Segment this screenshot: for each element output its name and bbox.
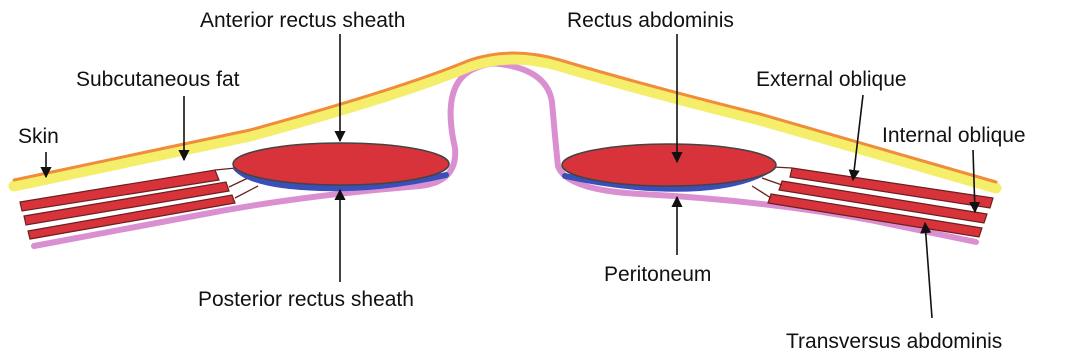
left-rectus-abdominis-muscle — [233, 143, 449, 185]
label-skin: Skin — [18, 125, 59, 148]
label-anterior-rectus-sheath: Anterior rectus sheath — [200, 9, 405, 32]
label-subcutaneous-fat: Subcutaneous fat — [76, 68, 240, 91]
label-rectus-abdominis: Rectus abdominis — [567, 9, 734, 32]
label-internal-oblique: Internal oblique — [882, 124, 1026, 147]
label-peritoneum: Peritoneum — [604, 263, 711, 286]
label-posterior-rectus-sheath: Posterior rectus sheath — [198, 288, 414, 311]
transversus-abdominis-pointer-arrow — [925, 223, 932, 318]
label-transversus-abdominis: Transversus abdominis — [786, 330, 1002, 353]
label-external-oblique: External oblique — [756, 68, 907, 91]
external-oblique-pointer-arrow — [853, 95, 863, 180]
right-rectus-abdominis-muscle — [562, 144, 776, 186]
